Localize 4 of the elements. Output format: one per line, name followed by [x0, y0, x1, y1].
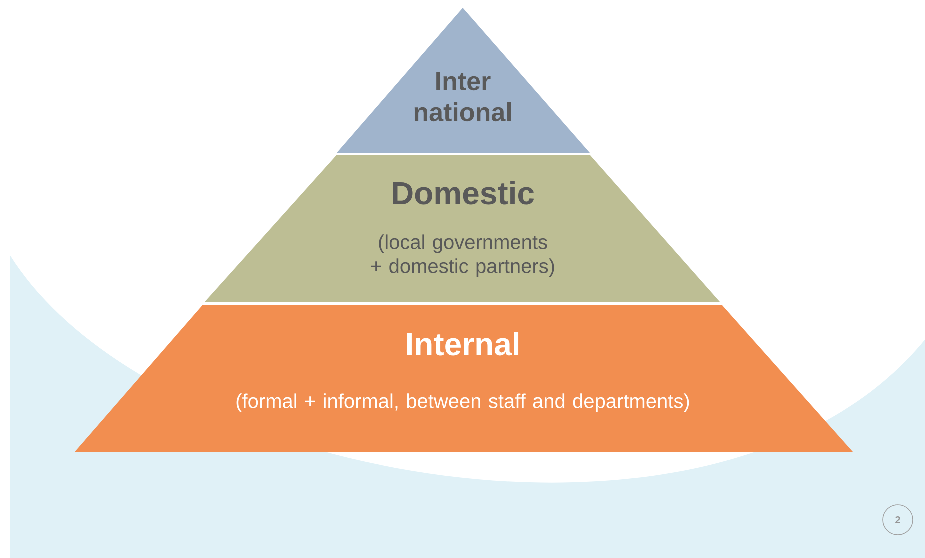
pyramid-tier: Internal (formal + informal, between staff and departments) — [75, 305, 853, 452]
pyramid-tier: Inter national — [337, 8, 590, 153]
page-number: 2 — [882, 504, 914, 536]
pyramid-tier: Domestic (local governments + domestic partners) — [205, 155, 720, 302]
